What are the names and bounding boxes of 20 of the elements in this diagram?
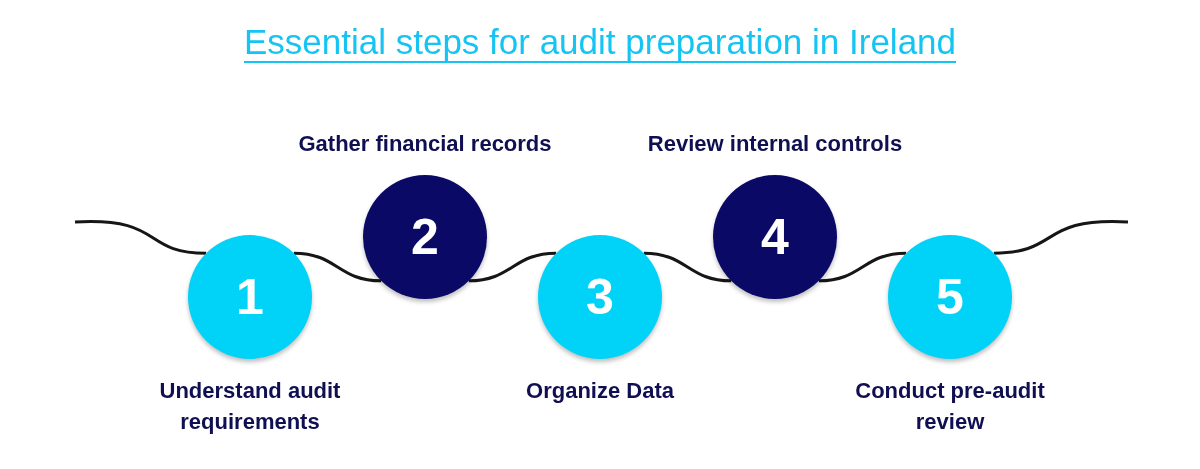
step-caption: Review internal controls (646, 130, 904, 158)
step-number: 2 (411, 212, 439, 262)
title: Essential steps for audit preparation in Ireland (243, 22, 957, 61)
wavy-connector-line (993, 220, 1129, 255)
step-caption: Gather financial records (297, 130, 553, 158)
step-caption: Understand audit requirements (158, 377, 342, 436)
step-circle (538, 235, 662, 359)
wavy-connector-line (74, 220, 207, 255)
step-circle (363, 175, 487, 299)
wavy-connector-line (468, 251, 557, 283)
step-number: 5 (936, 272, 964, 322)
step-circle (888, 235, 1012, 359)
step-number: 1 (236, 272, 264, 322)
wavy-connector-line (293, 251, 382, 283)
step-number: 4 (761, 212, 789, 262)
step-caption: Organize Data (525, 377, 675, 405)
step-number: 3 (586, 272, 614, 322)
step-circle (713, 175, 837, 299)
wavy-connector-line (643, 251, 732, 283)
step-caption: Conduct pre-audit review (854, 377, 1046, 436)
